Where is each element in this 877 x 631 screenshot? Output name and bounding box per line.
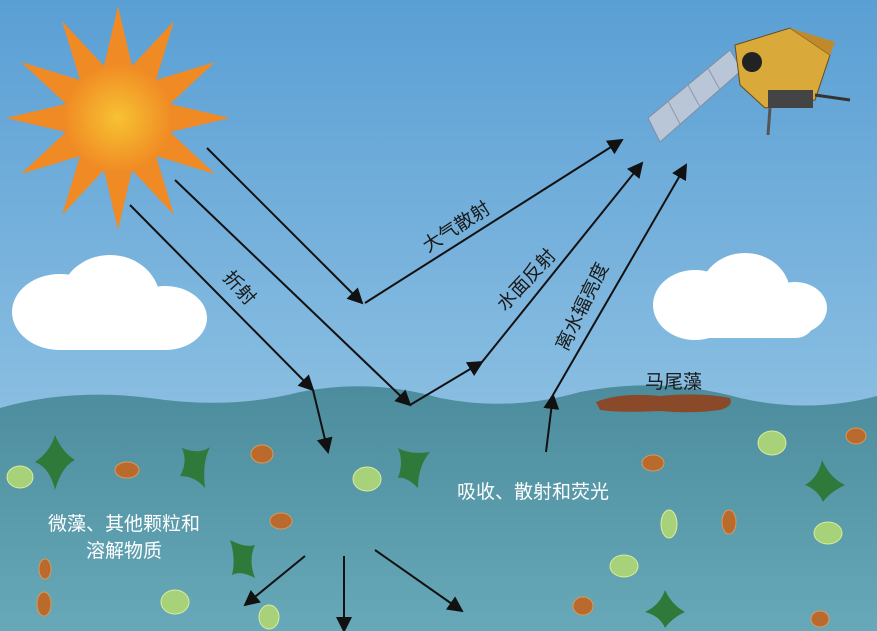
cloud-left [12,255,207,350]
sargassum-label: 马尾藻 [645,371,702,393]
atmospheric-scattering-ray [364,138,624,304]
sun-icon [6,6,230,230]
surface-reflection-ray [481,161,644,363]
absorption-label: 吸收、散射和荧光 [457,481,609,503]
light-rays [129,138,688,631]
incident-ray-atmosphere [206,147,364,305]
satellite-icon [647,27,851,143]
particles [6,427,867,630]
ocean-water [0,385,877,631]
particles-label-line2: 溶解物质 [86,540,162,562]
cloud-right [653,253,827,340]
water-leaving-radiance-ray [552,163,688,396]
refraction-ray [129,204,315,392]
sargassum-patch [596,394,731,413]
particles-label-line1: 微藻、其他颗粒和 [48,513,200,535]
incident-ray-surface [174,179,412,407]
